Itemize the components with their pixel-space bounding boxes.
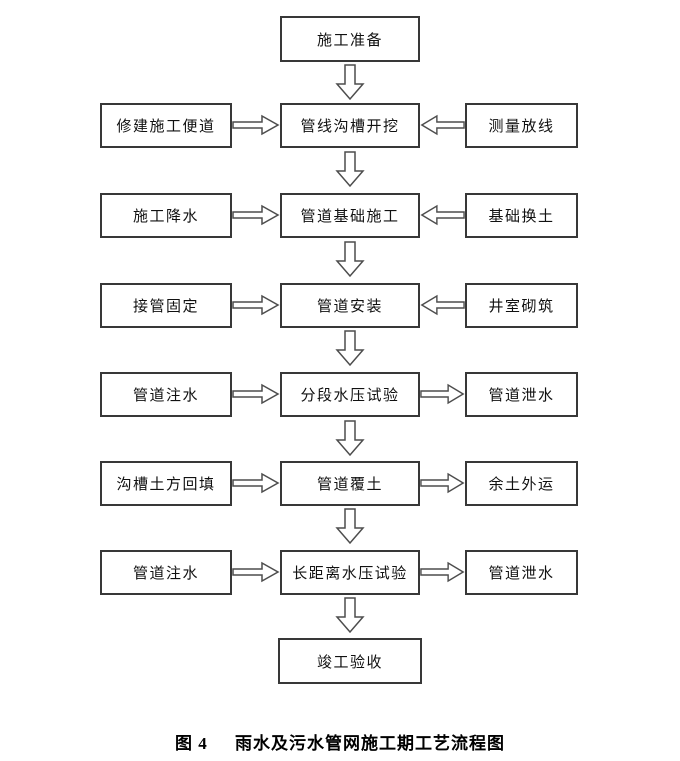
- right-arrow-icon: [232, 294, 280, 316]
- down-arrow-icon: [335, 241, 365, 278]
- down-arrow-icon: [335, 420, 365, 457]
- flow-node-left: 修建施工便道: [100, 103, 232, 148]
- flow-node-center: 管线沟槽开挖: [280, 103, 420, 148]
- flow-node-right: 管道泄水: [465, 372, 578, 417]
- down-arrow-icon: [335, 64, 365, 101]
- flow-node-left: 沟槽土方回填: [100, 461, 232, 506]
- flow-node-right: 余土外运: [465, 461, 578, 506]
- flow-node-center: 分段水压试验: [280, 372, 420, 417]
- flow-node-left: 接管固定: [100, 283, 232, 328]
- flow-node-center: 管道基础施工: [280, 193, 420, 238]
- down-arrow-icon: [335, 151, 365, 188]
- flow-node-end: 竣工验收: [278, 638, 422, 684]
- figure-caption: 图 4 雨水及污水管网施工期工艺流程图: [0, 729, 680, 754]
- figure-number: 图 4: [175, 734, 208, 753]
- down-arrow-icon: [335, 597, 365, 634]
- right-arrow-icon: [232, 204, 280, 226]
- right-arrow-icon: [232, 383, 280, 405]
- flow-node-left: 管道注水: [100, 372, 232, 417]
- down-arrow-icon: [335, 508, 365, 545]
- left-arrow-icon: [420, 114, 465, 136]
- right-arrow-icon: [420, 561, 465, 583]
- right-arrow-icon: [232, 472, 280, 494]
- flow-node-right: 井室砌筑: [465, 283, 578, 328]
- left-arrow-icon: [420, 204, 465, 226]
- flow-node-left: 施工降水: [100, 193, 232, 238]
- right-arrow-icon: [232, 114, 280, 136]
- flow-node-right: 测量放线: [465, 103, 578, 148]
- right-arrow-icon: [232, 561, 280, 583]
- right-arrow-icon: [420, 383, 465, 405]
- flow-node-right: 基础换土: [465, 193, 578, 238]
- flow-node-start: 施工准备: [280, 16, 420, 62]
- flow-node-right: 管道泄水: [465, 550, 578, 595]
- figure-title: 雨水及污水管网施工期工艺流程图: [234, 734, 505, 753]
- flow-node-center: 管道安装: [280, 283, 420, 328]
- down-arrow-icon: [335, 330, 365, 367]
- flow-node-left: 管道注水: [100, 550, 232, 595]
- flow-node-center: 管道覆土: [280, 461, 420, 506]
- right-arrow-icon: [420, 472, 465, 494]
- flow-node-center: 长距离水压试验: [280, 550, 420, 595]
- left-arrow-icon: [420, 294, 465, 316]
